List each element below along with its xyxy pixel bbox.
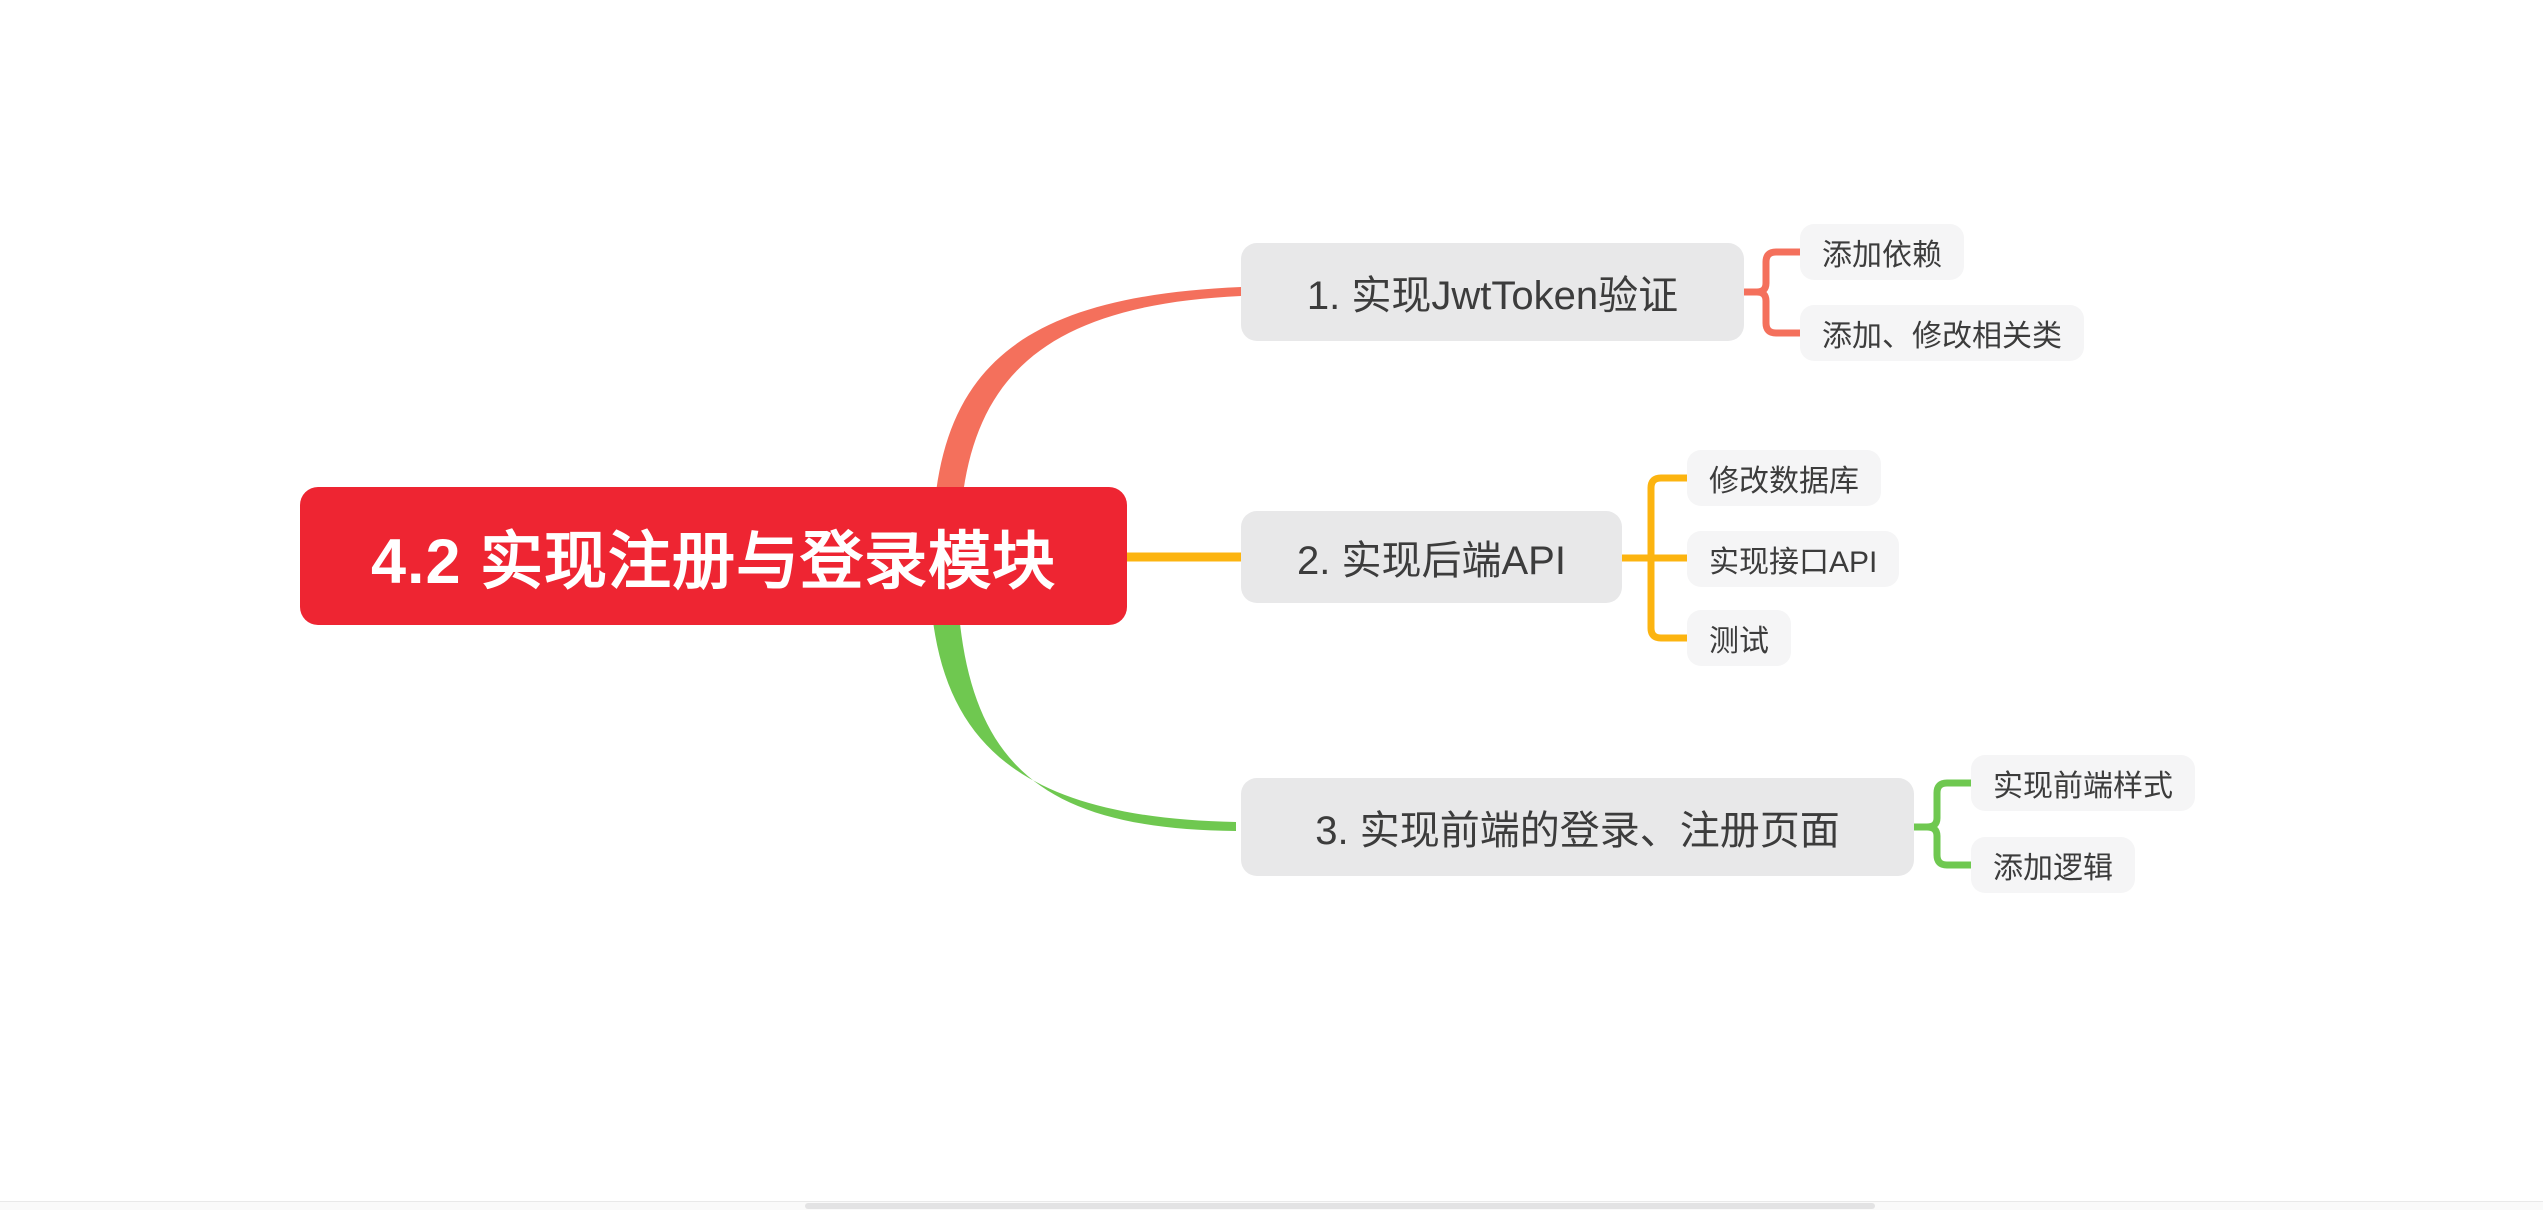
branch-2-children-bracket — [1647, 474, 1691, 642]
subtopic-1-2[interactable]: 添加、修改相关类 — [1800, 305, 2084, 361]
branch-topic-3[interactable]: 3. 实现前端的登录、注册页面 — [1241, 778, 1914, 876]
subtopic-2-3[interactable]: 测试 — [1687, 610, 1791, 666]
horizontal-scrollbar-thumb[interactable] — [805, 1203, 1875, 1209]
root-to-branch-3-connector — [931, 602, 1236, 831]
subtopic-2-2[interactable]: 实现接口API — [1687, 531, 1900, 587]
subtopic-3-1[interactable]: 实现前端样式 — [1971, 755, 2195, 811]
root-topic[interactable]: 4.2 实现注册与登录模块 — [300, 487, 1127, 625]
subtopic-3-2[interactable]: 添加逻辑 — [1971, 837, 2135, 893]
branch-topic-2[interactable]: 2. 实现后端API — [1241, 511, 1622, 603]
horizontal-scrollbar-track — [0, 1201, 2543, 1210]
branch-topic-1[interactable]: 1. 实现JwtToken验证 — [1241, 243, 1744, 341]
branch-3-children-bracket — [1910, 779, 1975, 831]
subtopic-2-1[interactable]: 修改数据库 — [1687, 450, 1881, 506]
root-to-branch-1-connector — [934, 287, 1241, 512]
branch-1-children-bracket — [1740, 288, 1804, 337]
branch-1-children-bracket — [1740, 248, 1804, 296]
subtopic-1-1[interactable]: 添加依赖 — [1800, 224, 1964, 280]
branch-3-children-bracket — [1910, 823, 1975, 869]
